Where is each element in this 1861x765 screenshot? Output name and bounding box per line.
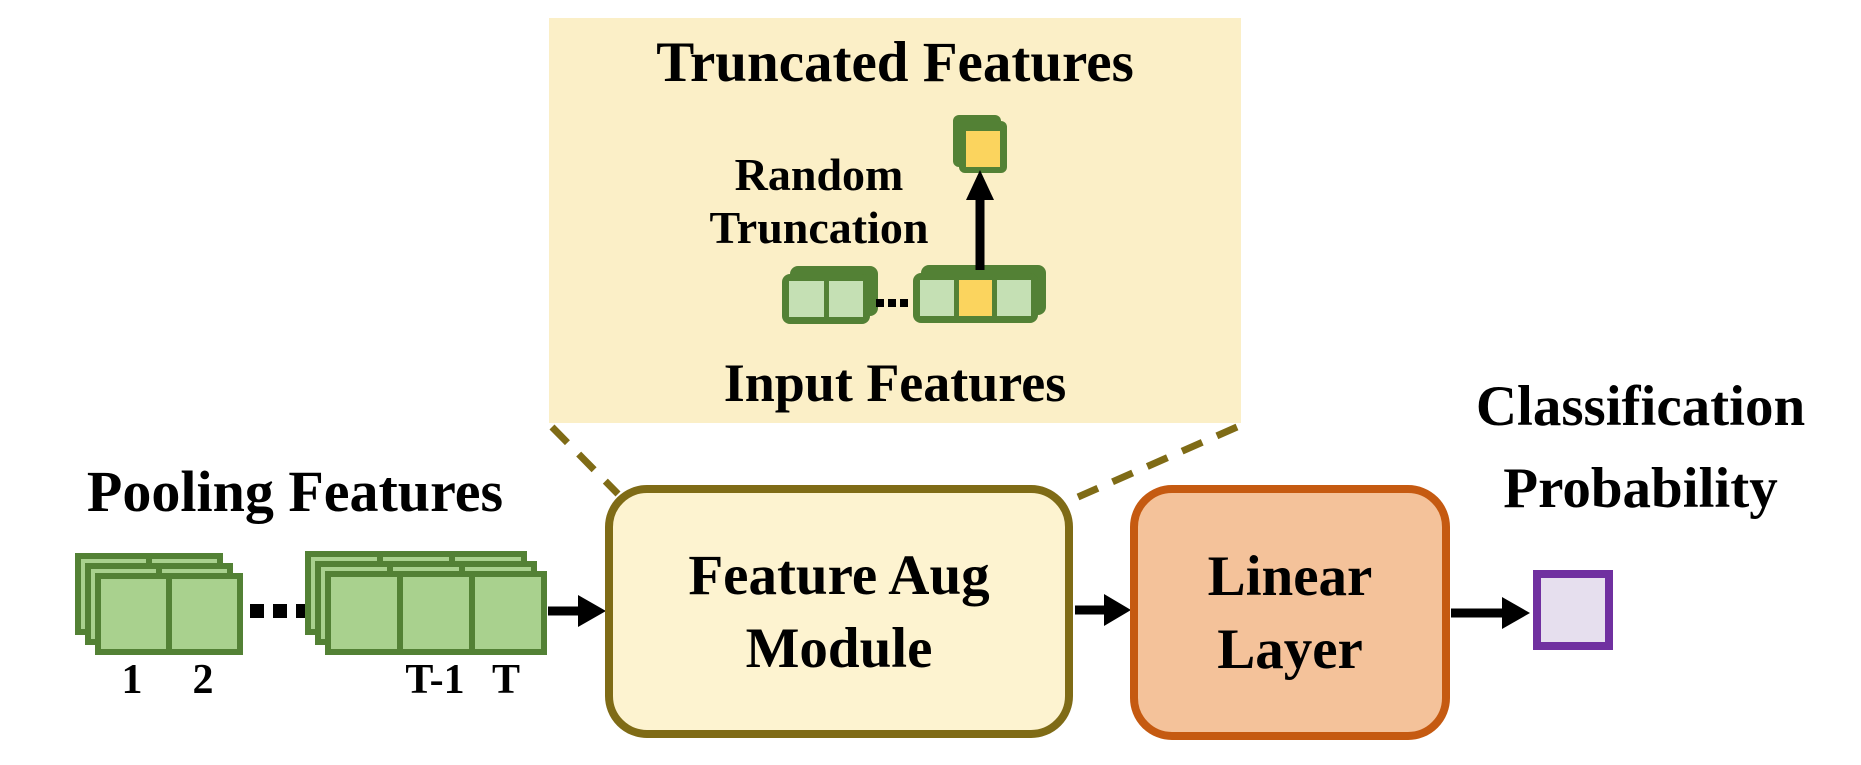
feature-block-icon: [913, 273, 1038, 323]
classification-probability-label: Classification Probability: [1420, 366, 1861, 530]
classification-probability-line2: Probability: [1503, 457, 1778, 520]
pooling-stack-left: [75, 553, 247, 659]
dot-icon: [273, 604, 287, 618]
feature-cell-icon: [789, 281, 824, 317]
linear-layer-line1: Linear: [1207, 544, 1373, 608]
stack-layer-front: [325, 571, 547, 655]
pooling-stack-right: [305, 551, 551, 659]
feature-cell-icon: [997, 280, 1032, 316]
random-truncation-line2: Truncation: [709, 202, 929, 253]
dot-icon: [888, 299, 896, 307]
dashed-connector-left: [549, 424, 621, 497]
truncation-detail-panel: Truncated Features Random Truncation: [549, 18, 1241, 423]
random-truncation-label: Random Truncation: [669, 148, 969, 254]
pooling-cell-icon: [166, 573, 243, 655]
arrow-right-linear-to-output-icon: [1451, 597, 1530, 629]
probability-square-icon: [1533, 570, 1613, 650]
selected-feature-cell-icon: [958, 280, 993, 316]
feature-frame-icon: [953, 115, 1001, 167]
frame-index-label: 2: [192, 657, 214, 703]
arrow-up-icon: [966, 170, 994, 270]
feature-aug-module-line1: Feature Aug: [688, 543, 990, 607]
dot-icon: [876, 299, 884, 307]
linear-layer-line2: Layer: [1217, 617, 1363, 681]
ellipsis-dots-icon: [876, 299, 908, 307]
input-feature-block-right: [913, 265, 1047, 325]
feature-aug-module-line2: Module: [745, 616, 933, 680]
classification-probability-line1: Classification: [1475, 375, 1806, 438]
dot-icon: [250, 604, 264, 618]
ellipsis-dots-icon: [250, 604, 310, 618]
linear-layer-box: Linear Layer: [1130, 485, 1450, 740]
feature-aug-module-box: Feature Aug Module: [605, 485, 1073, 738]
feature-cell-icon: [828, 281, 863, 317]
truncated-feature-icon: [953, 115, 1011, 177]
arrow-right-aug-to-linear-icon: [1075, 594, 1131, 626]
stack-layer-front: [95, 573, 243, 655]
pooling-features-label: Pooling Features: [86, 459, 504, 524]
random-truncation-line1: Random: [734, 149, 904, 200]
pooling-cell-icon: [397, 571, 475, 655]
dot-icon: [900, 299, 908, 307]
input-features-label: Input Features: [723, 353, 1067, 413]
truncated-cell-icon: [966, 131, 1000, 167]
frame-index-label: T: [491, 657, 520, 703]
pooling-cell-icon: [325, 571, 403, 655]
panel-title: Truncated Features: [656, 31, 1134, 94]
dashed-connector-right: [1076, 423, 1239, 501]
arrow-right-pooling-to-aug-icon: [548, 595, 606, 627]
frame-index-label: 1: [121, 657, 143, 703]
pooling-cell-icon: [95, 573, 172, 655]
feature-cell-icon: [920, 280, 954, 316]
input-feature-block-left: [782, 266, 878, 326]
frame-index-label: T-1: [405, 657, 465, 703]
pooling-cell-icon: [469, 571, 547, 655]
feature-block-icon: [782, 274, 870, 324]
